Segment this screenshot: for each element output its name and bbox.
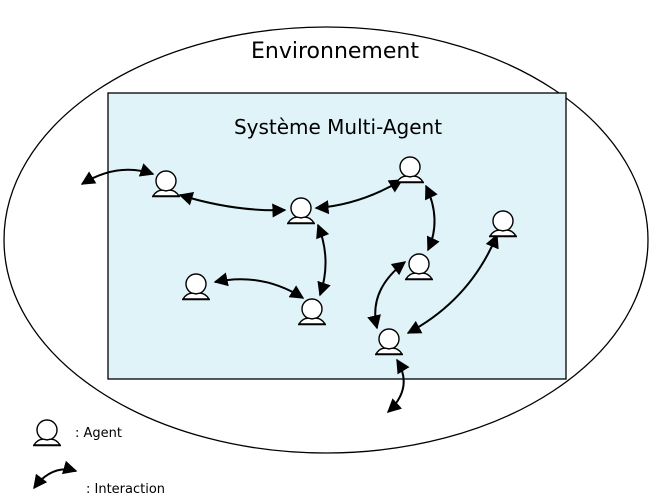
interaction-arrow	[406, 233, 499, 334]
interaction-arrow	[386, 358, 410, 413]
interaction-arrow	[213, 272, 305, 299]
legend-agent-icon	[33, 419, 61, 447]
interaction-arrow	[316, 223, 331, 297]
interaction-arrow	[367, 261, 407, 330]
legend-agent-label: : Agent	[75, 426, 122, 441]
interaction-arrow	[178, 192, 287, 218]
interaction-arrow	[314, 179, 404, 215]
legend-interaction-label: : Interaction	[86, 482, 165, 497]
environment-title: Environnement	[251, 39, 419, 64]
interaction-arrow	[80, 163, 155, 185]
mas-title: Système Multi-Agent	[234, 115, 442, 139]
legend-interaction-icon	[33, 460, 78, 490]
